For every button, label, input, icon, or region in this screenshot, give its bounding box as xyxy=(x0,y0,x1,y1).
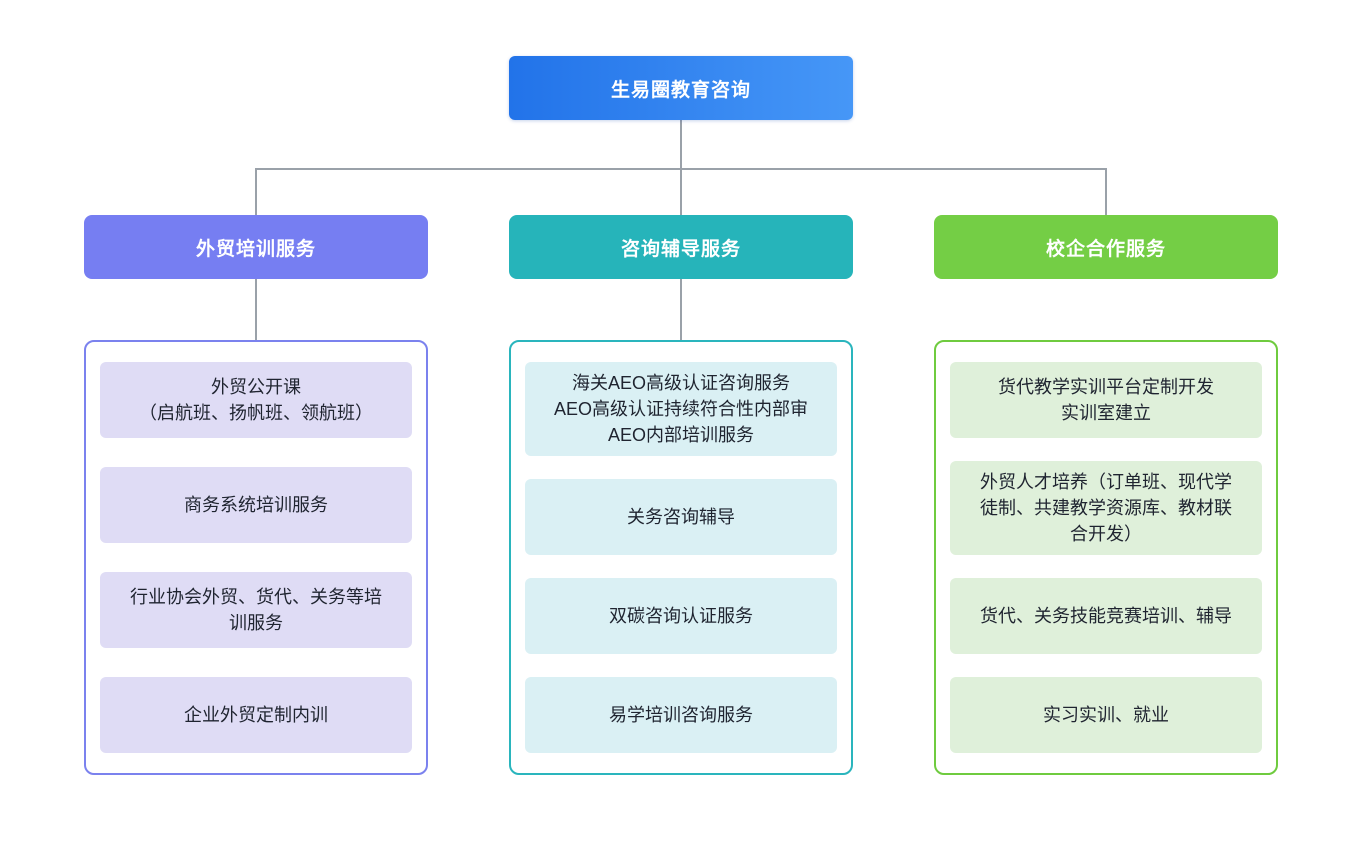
service-item: 行业协会外贸、货代、关务等培训服务 xyxy=(100,572,412,648)
branch-header-label: 校企合作服务 xyxy=(1045,238,1166,260)
service-item: 货代教学实训平台定制开发 实训室建立 xyxy=(950,362,1262,438)
connector-branch-3-stub xyxy=(1105,170,1107,215)
branch-header-foreign-trade-training: 外贸培训服务 xyxy=(84,215,428,279)
connector-header-2-to-container xyxy=(680,279,682,340)
branch-header-label: 咨询辅导服务 xyxy=(620,238,741,260)
connector-branch-1-stub xyxy=(255,170,257,215)
branch-container-foreign-trade-training: 外贸公开课 （启航班、扬帆班、领航班） 商务系统培训服务 行业协会外贸、货代、关… xyxy=(84,340,428,775)
root-node: 生易圈教育咨询 xyxy=(509,56,853,120)
branch-column-foreign-trade-training: 外贸培训服务 外贸公开课 （启航班、扬帆班、领航班） 商务系统培训服务 行业协会… xyxy=(84,215,428,775)
service-item: 易学培训咨询服务 xyxy=(525,677,837,753)
branch-header-label: 外贸培训服务 xyxy=(195,238,316,260)
service-item: 企业外贸定制内训 xyxy=(100,677,412,753)
branch-header-consulting-coaching: 咨询辅导服务 xyxy=(509,215,853,279)
branch-column-consulting-coaching: 咨询辅导服务 海关AEO高级认证咨询服务 AEO高级认证持续符合性内部审 AEO… xyxy=(509,215,853,775)
service-item: 外贸公开课 （启航班、扬帆班、领航班） xyxy=(100,362,412,438)
service-item: 海关AEO高级认证咨询服务 AEO高级认证持续符合性内部审 AEO内部培训服务 xyxy=(525,362,837,456)
branch-header-school-enterprise-cooperation: 校企合作服务 xyxy=(934,215,1278,279)
service-item: 双碳咨询认证服务 xyxy=(525,578,837,654)
service-item: 商务系统培训服务 xyxy=(100,467,412,543)
branch-container-consulting-coaching: 海关AEO高级认证咨询服务 AEO高级认证持续符合性内部审 AEO内部培训服务 … xyxy=(509,340,853,775)
connector-branch-2-stub xyxy=(680,170,682,215)
branch-container-school-enterprise-cooperation: 货代教学实训平台定制开发 实训室建立 外贸人才培养（订单班、现代学徒制、共建教学… xyxy=(934,340,1278,775)
branch-column-school-enterprise-cooperation: 校企合作服务 货代教学实训平台定制开发 实训室建立 外贸人才培养（订单班、现代学… xyxy=(934,215,1278,775)
connector-horizontal xyxy=(255,168,1107,170)
service-item: 货代、关务技能竞赛培训、辅导 xyxy=(950,578,1262,654)
connector-header-1-to-container xyxy=(255,279,257,340)
root-label: 生易圈教育咨询 xyxy=(610,79,751,101)
connector-root-down xyxy=(680,120,682,168)
service-item: 实习实训、就业 xyxy=(950,677,1262,753)
service-item: 关务咨询辅导 xyxy=(525,479,837,555)
service-item: 外贸人才培养（订单班、现代学徒制、共建教学资源库、教材联合开发） xyxy=(950,461,1262,555)
